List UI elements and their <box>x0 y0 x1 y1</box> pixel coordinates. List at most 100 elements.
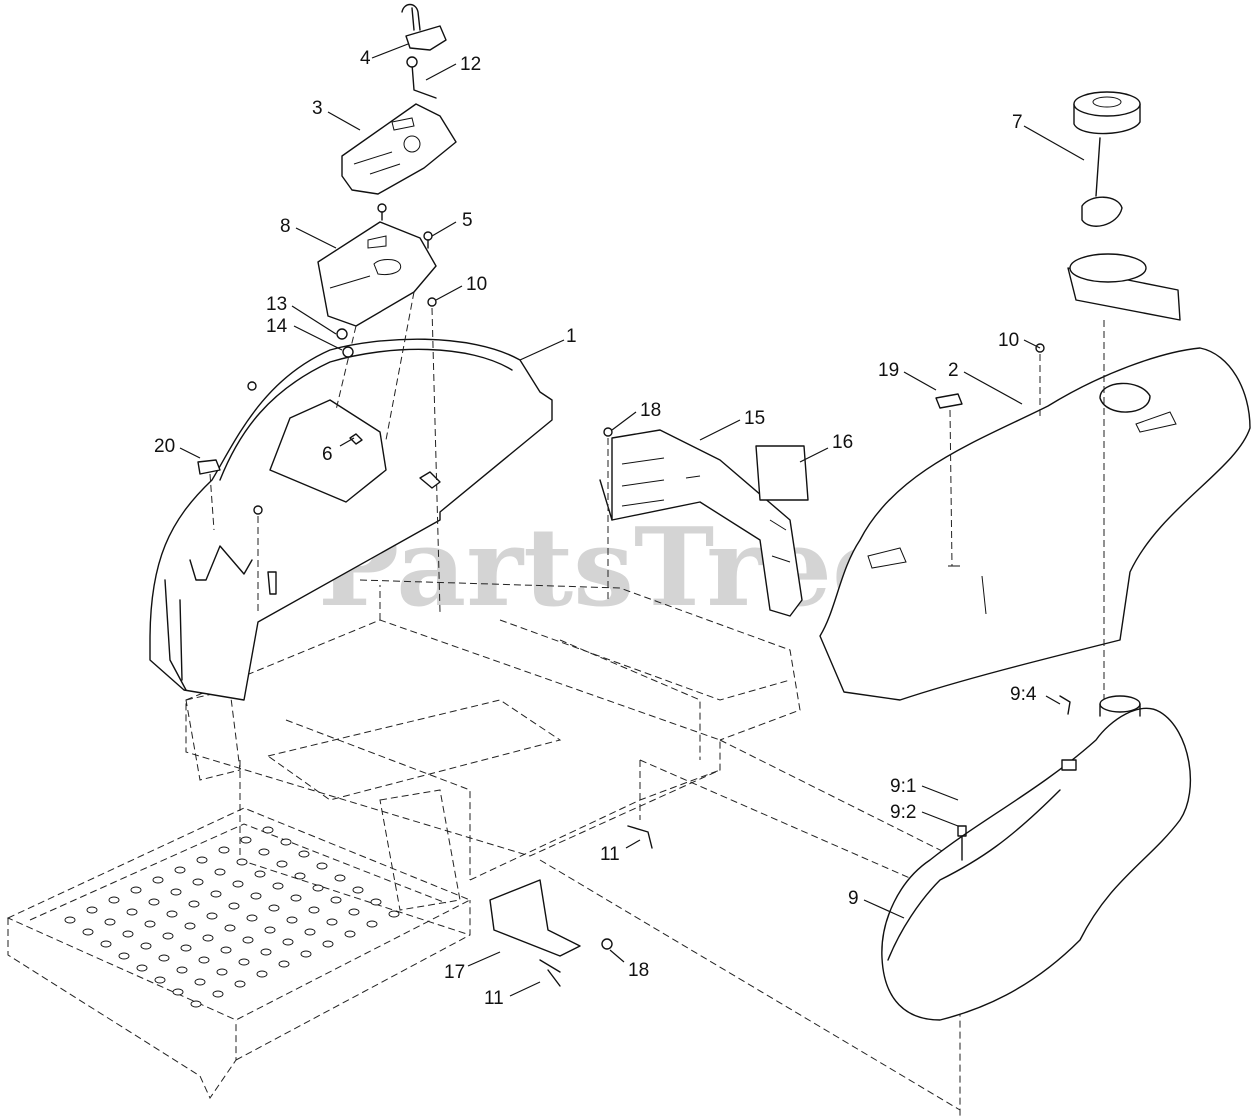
foot-plate-hole <box>188 900 200 908</box>
foot-plate-hole <box>316 862 328 870</box>
foot-plate-hole <box>202 934 214 942</box>
foot-plate-hole <box>280 838 292 846</box>
foot-plate-hole <box>220 946 232 954</box>
callout-11-mid: 11 <box>600 844 620 865</box>
callout-6: 6 <box>322 444 333 465</box>
part-2-right-pod <box>819 347 1251 701</box>
foot-plate-hole <box>190 1000 202 1008</box>
foot-plate-hole <box>166 910 178 918</box>
callout-3: 3 <box>312 98 323 119</box>
part-16-decal <box>755 445 809 501</box>
foot-plate-hole <box>264 926 276 934</box>
leader-lines <box>179 43 1085 997</box>
foot-plate-hole <box>144 920 156 928</box>
foot-plate-hole <box>258 848 270 856</box>
part-17-lower-bracket <box>489 825 653 987</box>
foot-plate-hole <box>236 858 248 866</box>
foot-plate-hole <box>294 872 306 880</box>
callout-9-1: 9:1 <box>890 776 916 797</box>
foot-plate-hole <box>152 876 164 884</box>
foot-plate-hole <box>86 906 98 914</box>
foot-plate-hole <box>330 896 342 904</box>
part-12-rod <box>406 56 437 99</box>
foot-plate-hole <box>118 952 130 960</box>
part-8-upper-plate <box>317 221 437 441</box>
callout-20: 20 <box>154 436 175 457</box>
foot-plate-hole <box>174 866 186 874</box>
foot-plate-hole <box>262 826 274 834</box>
callout-7: 7 <box>1012 112 1023 133</box>
foot-plate-hole <box>212 990 224 998</box>
callout-10: 10 <box>466 274 487 295</box>
foot-plate-hole <box>214 868 226 876</box>
foot-plate-hole <box>366 920 378 928</box>
foot-plate-hole <box>136 964 148 972</box>
foot-plate-hole <box>304 928 316 936</box>
callout-1: 1 <box>566 326 577 347</box>
foot-plate-hole <box>388 910 400 918</box>
part-3-control-plate <box>341 103 457 195</box>
foot-plate-hole <box>286 916 298 924</box>
callout-18-top: 18 <box>640 400 661 421</box>
callout-16: 16 <box>832 432 853 453</box>
foot-plate-hole <box>82 928 94 936</box>
frame-assembly <box>6 579 961 1119</box>
foot-plate-hole <box>122 930 134 938</box>
callout-11-bottom: 11 <box>484 988 504 1009</box>
foot-plate-hole <box>242 936 254 944</box>
foot-plate-hole <box>64 916 76 924</box>
foot-plate-hole <box>282 938 294 946</box>
foot-plate-hole <box>176 966 188 974</box>
hardware <box>197 203 1045 614</box>
foot-plate-hole <box>210 890 222 898</box>
foot-plate-hole <box>312 884 324 892</box>
foot-plate-hole <box>322 940 334 948</box>
foot-plate-hole <box>246 914 258 922</box>
foot-plate-hole <box>290 894 302 902</box>
callout-15: 15 <box>744 408 765 429</box>
foot-plate-hole <box>260 948 272 956</box>
foot-plate-hole <box>130 886 142 894</box>
callout-10-right: 10 <box>998 330 1019 351</box>
foot-plate-hole <box>158 954 170 962</box>
foot-plate-hole <box>184 922 196 930</box>
foot-plate-hole <box>300 950 312 958</box>
foot-plate-hole <box>256 970 268 978</box>
foot-plate-hole <box>126 908 138 916</box>
foot-plate-hole <box>206 912 218 920</box>
foot-plate-hole <box>170 888 182 896</box>
callout-12: 12 <box>460 54 481 75</box>
part-7-fuel-cap <box>1039 91 1181 700</box>
callout-9-2: 9:2 <box>890 802 916 823</box>
foot-plate-hole <box>254 870 266 878</box>
foot-plate-hole <box>370 898 382 906</box>
foot-plate-hole <box>148 898 160 906</box>
callout-4: 4 <box>360 48 371 69</box>
callout-18-bottom: 18 <box>628 960 649 981</box>
foot-plate-hole <box>276 860 288 868</box>
foot-plate-hole <box>308 906 320 914</box>
foot-plate-hole <box>250 892 262 900</box>
callout-9-4: 9:4 <box>1010 684 1037 705</box>
callout-5: 5 <box>462 210 473 231</box>
foot-plate-hole <box>348 908 360 916</box>
foot-plate-hole <box>194 978 206 986</box>
foot-plate-hole <box>104 918 116 926</box>
part-15-seat-bracket <box>599 429 803 617</box>
foot-plate-hole <box>272 882 284 890</box>
callout-19: 19 <box>878 360 899 381</box>
callout-17: 17 <box>444 962 465 983</box>
foot-plate-hole <box>108 896 120 904</box>
foot-plate-hole <box>198 956 210 964</box>
foot-plate-hole <box>218 846 230 854</box>
foot-plate-hole <box>334 874 346 882</box>
foot-plate-hole <box>268 904 280 912</box>
foot-plate-hole <box>216 968 228 976</box>
foot-plate-hole <box>192 878 204 886</box>
foot-plate-hole <box>180 944 192 952</box>
foot-plate-hole <box>140 942 152 950</box>
callout-9: 9 <box>848 888 859 909</box>
foot-plate-hole <box>240 836 252 844</box>
foot-plate-holes <box>64 826 400 1008</box>
